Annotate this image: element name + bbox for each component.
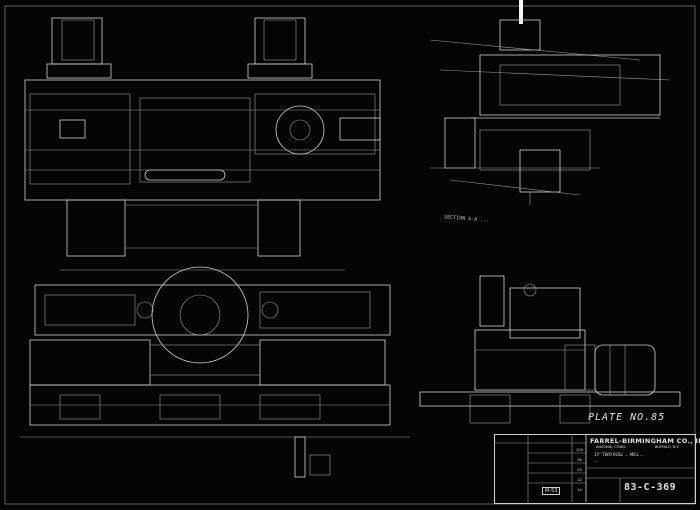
bottom-left-plan: [20, 266, 410, 478]
bottom-right-elevation: [419, 275, 681, 424]
title-block-lines: [494, 434, 694, 502]
drawing-description-1: 15" TWO ROLL ... MILL ...: [594, 452, 644, 457]
drawing-number: 83-C-369: [624, 482, 677, 493]
drawing-badge: M-53: [542, 487, 561, 495]
sheet-number: 43: [577, 467, 582, 472]
sheet-number: 100: [576, 447, 584, 452]
sheet-number: 14: [577, 487, 582, 492]
sheet-number: 12: [577, 477, 582, 482]
top-right-section: [429, 19, 671, 205]
sheet-number: 36: [577, 457, 582, 462]
company-city-left: ANSONIA, CONN.: [596, 445, 626, 449]
title-block: [494, 434, 696, 504]
plate-label: PLATE NO.85: [588, 412, 666, 423]
top-left-elevation: [24, 17, 381, 257]
company-name: FARREL-BIRMINGHAM CO., INC.: [590, 437, 700, 445]
drawing-description-2: ...: [594, 458, 598, 463]
company-city-right: BUFFALO, N.Y.: [655, 445, 680, 449]
